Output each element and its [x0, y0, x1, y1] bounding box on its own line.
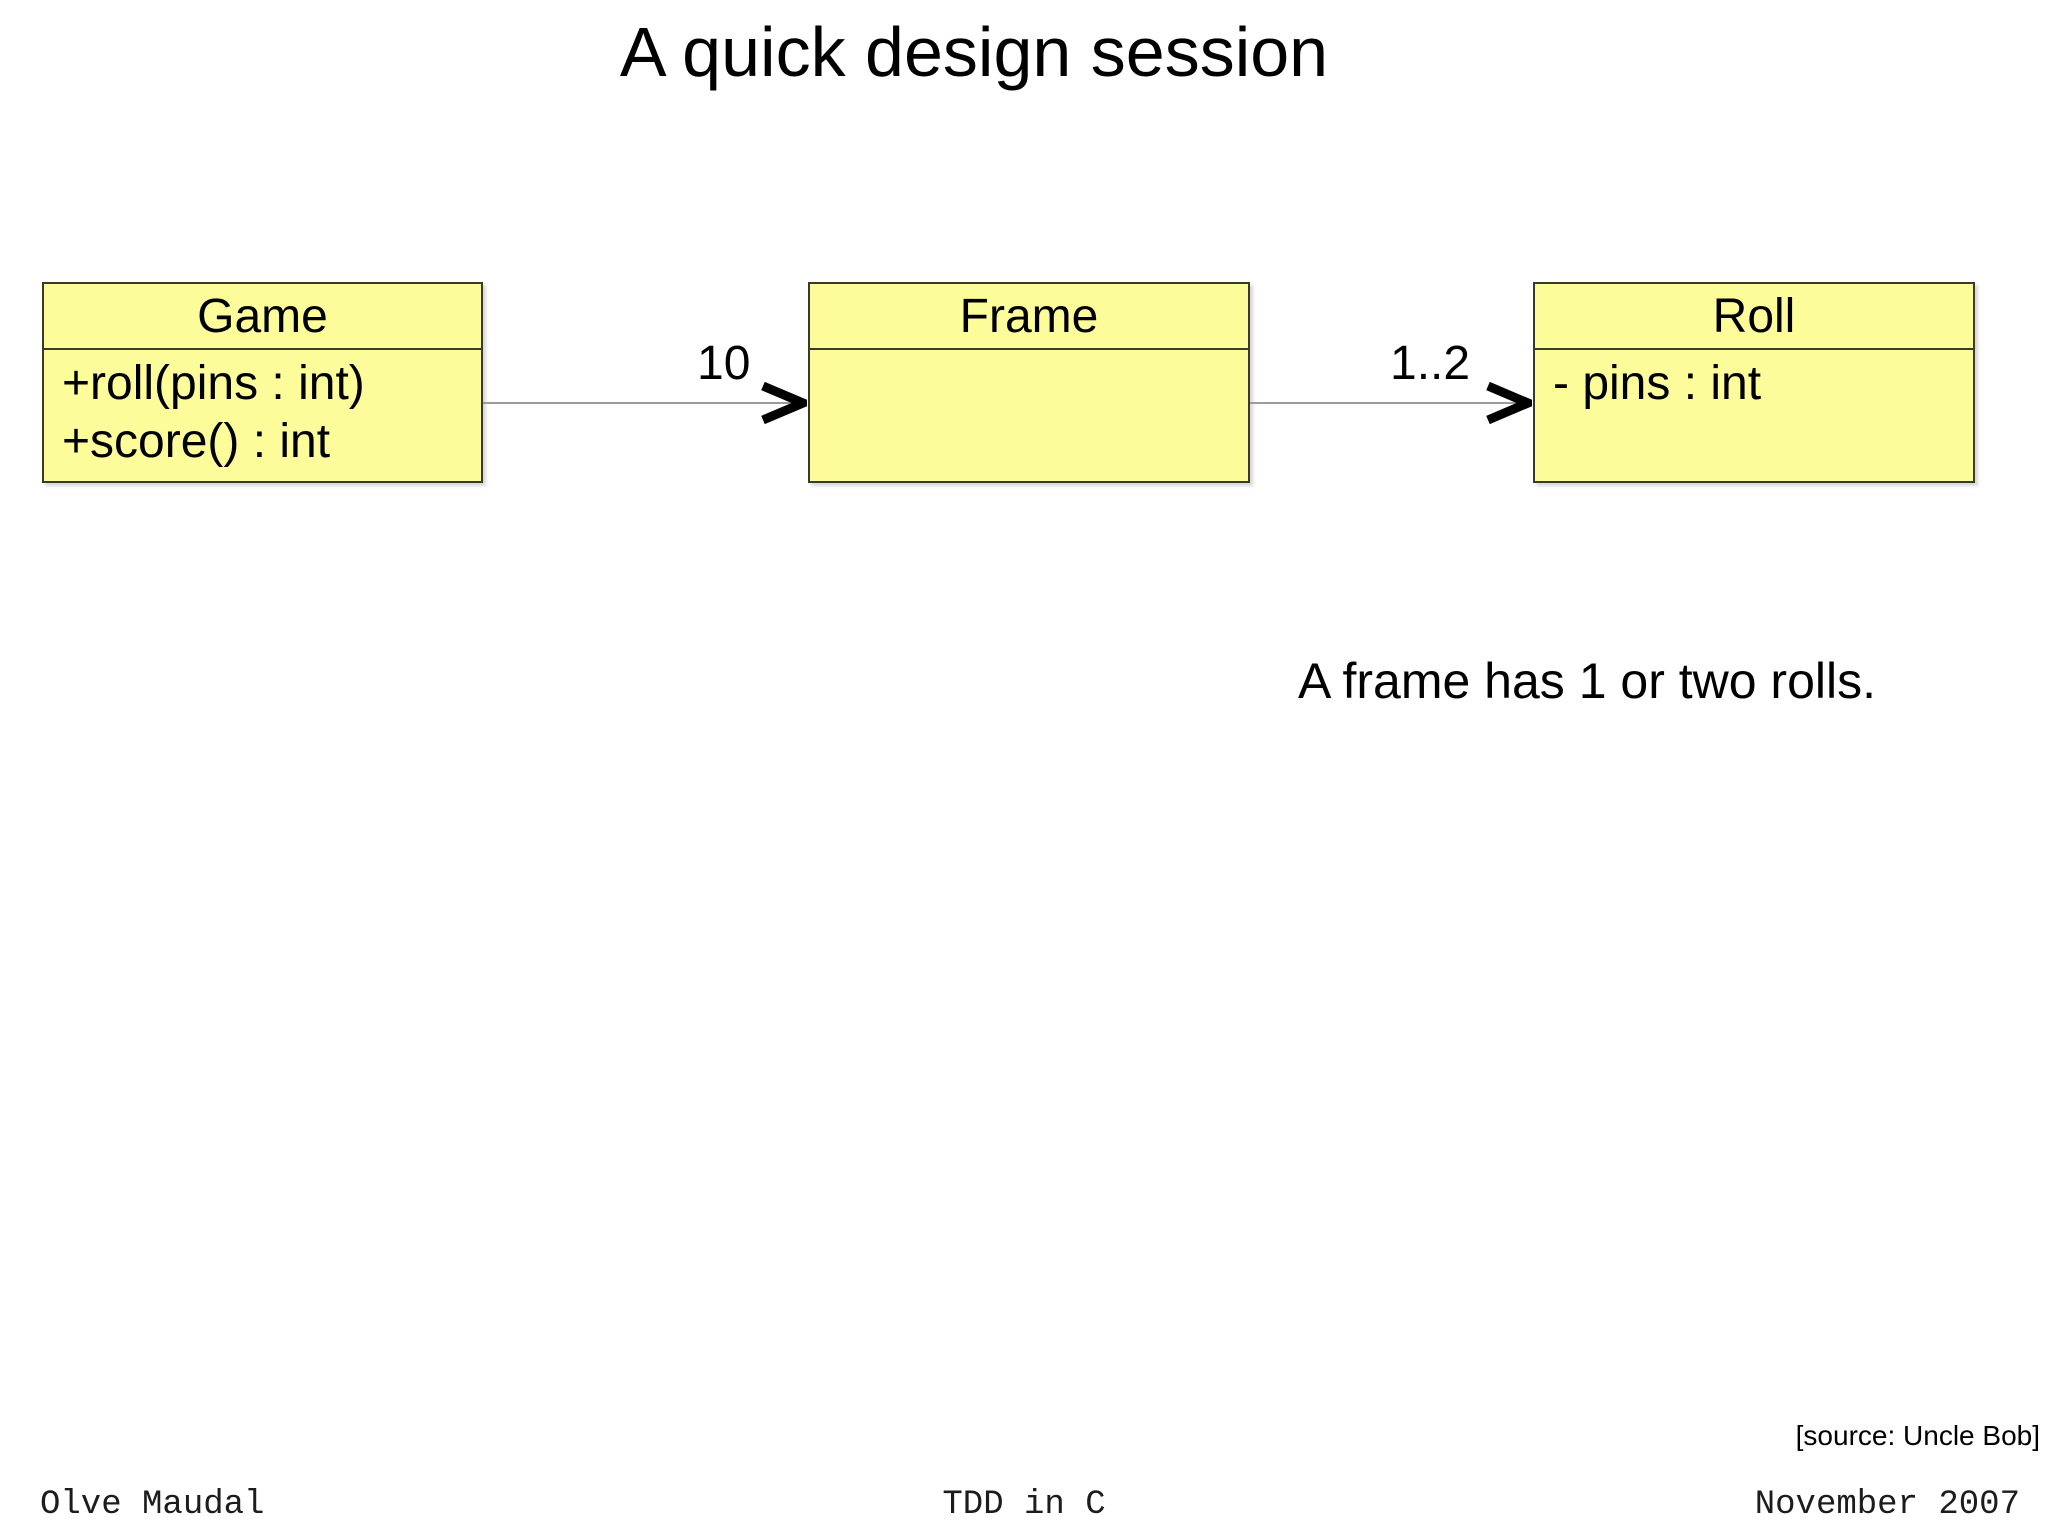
- uml-member: - pins : int: [1553, 357, 1762, 410]
- uml-class-game: Game +roll(pins : int) +score() : int: [42, 282, 483, 483]
- uml-class-game-members: +roll(pins : int) +score() : int: [44, 350, 481, 471]
- uml-member: +score() : int: [62, 415, 331, 468]
- arrowhead-icon: [1486, 381, 1532, 425]
- annotation-text: A frame has 1 or two rolls.: [1298, 653, 1877, 709]
- uml-class-frame-name: Frame: [810, 284, 1248, 350]
- uml-class-frame-members: [810, 350, 1248, 355]
- uml-class-roll: Roll - pins : int: [1533, 282, 1975, 483]
- uml-class-roll-name: Roll: [1535, 284, 1973, 350]
- association-line-frame-roll: [1250, 402, 1520, 404]
- slide-title: A quick design session: [619, 13, 1329, 91]
- footer-date: November 2007: [1754, 1486, 2020, 1524]
- arrowhead-icon: [761, 381, 807, 425]
- uml-class-frame: Frame: [808, 282, 1250, 483]
- footer: Olve Maudal TDD in C November 2007: [0, 1486, 2048, 1530]
- footer-presentation-title: TDD in C: [942, 1486, 1106, 1524]
- footer-author: Olve Maudal: [40, 1486, 265, 1524]
- association-multiplicity-frame-roll: 1..2: [1390, 337, 1471, 390]
- association-multiplicity-game-frame: 10: [697, 337, 751, 390]
- association-line-game-frame: [483, 402, 795, 404]
- uml-member: +roll(pins : int): [62, 357, 365, 410]
- source-note: [source: Uncle Bob]: [1795, 1420, 2040, 1451]
- uml-class-game-name: Game: [44, 284, 481, 350]
- uml-class-roll-members: - pins : int: [1535, 350, 1973, 413]
